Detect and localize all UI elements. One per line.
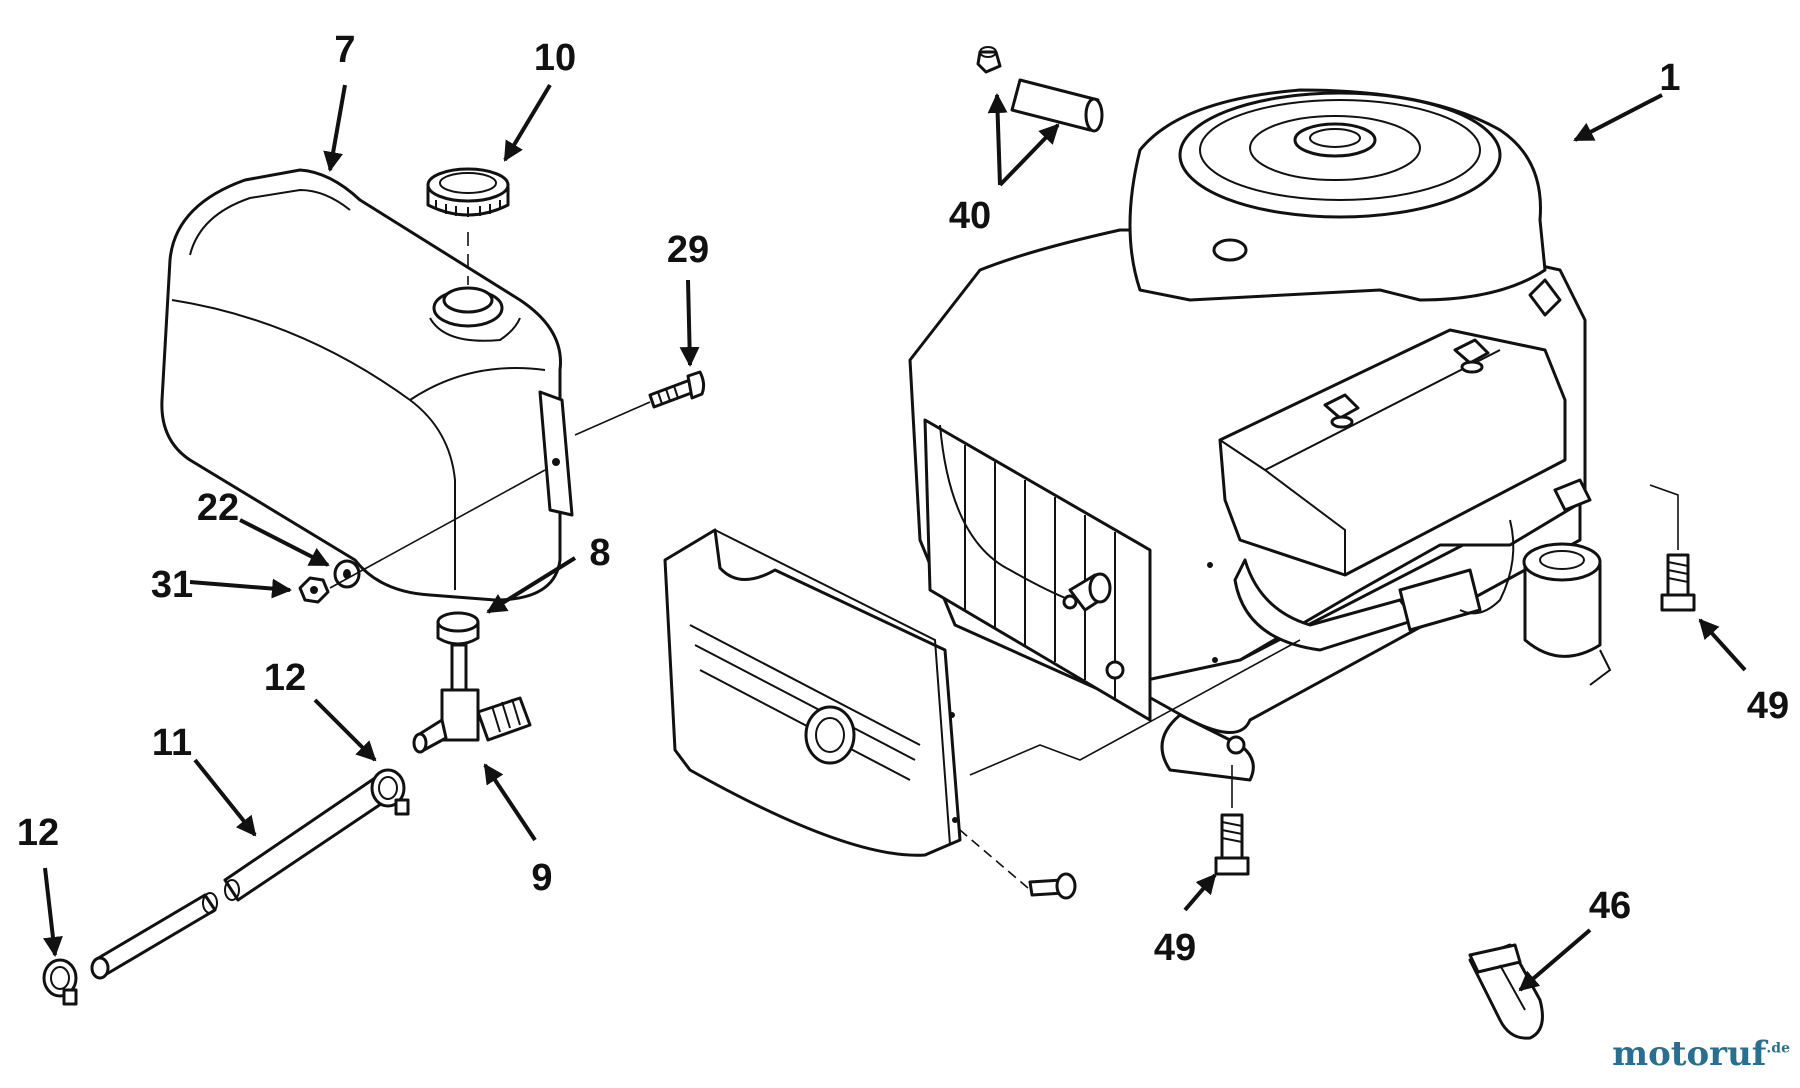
watermark-text: motoruf bbox=[1612, 1034, 1767, 1074]
clamp-lower bbox=[42, 958, 78, 1006]
label-washer: 22 bbox=[197, 487, 239, 529]
label-tank-screw: 29 bbox=[667, 229, 709, 271]
label-fuel-cap: 10 bbox=[534, 37, 576, 79]
label-clamp-lower: 12 bbox=[17, 812, 59, 854]
baffle-screw bbox=[959, 829, 1077, 900]
label-dipstick-tube: 40 bbox=[949, 195, 991, 237]
label-engine: 1 bbox=[1659, 57, 1680, 99]
wing-nut-right bbox=[1453, 338, 1490, 374]
bolt-bottom bbox=[1214, 765, 1250, 876]
engine bbox=[908, 88, 1612, 782]
washer bbox=[333, 559, 361, 589]
watermark-suffix: .de bbox=[1766, 1040, 1790, 1057]
tank-screw bbox=[574, 370, 706, 436]
label-fuel-tank: 7 bbox=[334, 29, 355, 71]
watermark-logo: motoruf.de bbox=[1612, 1034, 1790, 1074]
label-drain-valve: 46 bbox=[1589, 885, 1631, 927]
wing-nut-left bbox=[1323, 393, 1360, 429]
dipstick-tube bbox=[976, 46, 1104, 133]
fuel-line bbox=[90, 776, 392, 980]
nut bbox=[298, 576, 330, 604]
part-labels: 1 7 10 29 22 31 8 12 11 9 12 40 49 49 46 bbox=[17, 29, 1789, 969]
label-bolt-right: 49 bbox=[1747, 685, 1789, 727]
leader-lines bbox=[43, 83, 1747, 992]
bolt-right bbox=[1649, 484, 1696, 612]
label-nut: 31 bbox=[151, 564, 193, 606]
label-shutoff-valve: 9 bbox=[531, 857, 552, 899]
clamp-upper bbox=[370, 768, 410, 816]
label-clamp-upper: 12 bbox=[264, 657, 306, 699]
baffle-plate bbox=[663, 528, 1301, 857]
label-fuel-line: 11 bbox=[152, 722, 192, 764]
fuel-cap bbox=[426, 167, 510, 285]
grommet bbox=[436, 611, 480, 646]
fuel-tank bbox=[160, 168, 574, 602]
label-bolt-bottom: 49 bbox=[1154, 927, 1196, 969]
drain-valve bbox=[1468, 943, 1544, 1040]
label-grommet: 8 bbox=[589, 532, 610, 574]
shutoff-valve bbox=[412, 643, 532, 754]
